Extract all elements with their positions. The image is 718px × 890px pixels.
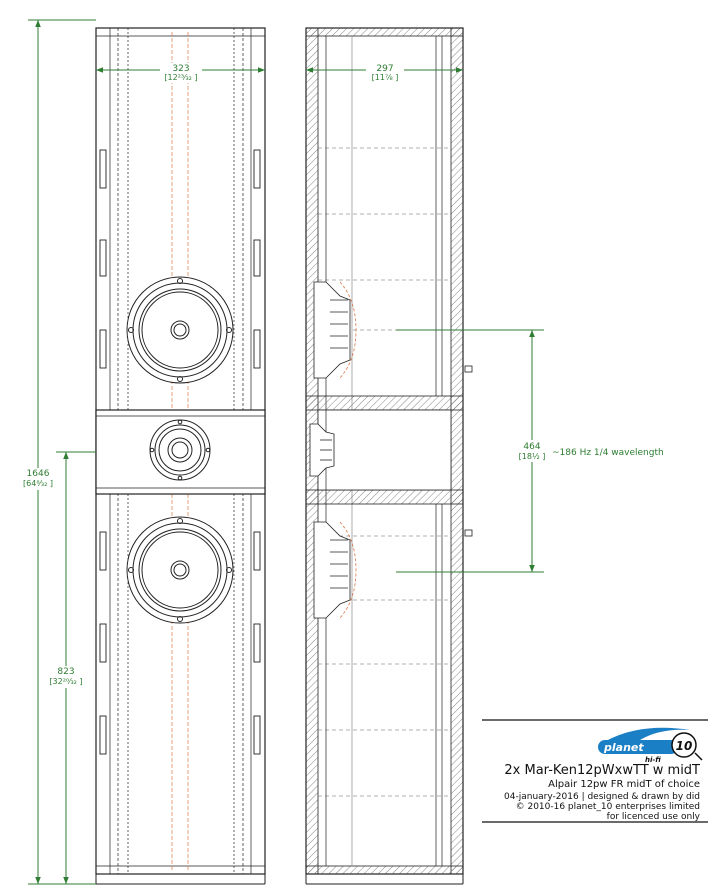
side-depth-mm: 297 [376,64,393,74]
drawing-date: 04-january-2016 | designed & drawn by di… [504,792,700,802]
logo-number: 10 [676,739,693,753]
side-back-wall [450,27,464,875]
side-bottom-panel [305,865,464,875]
planet10-logo: planet 10 hi-fi [598,727,703,764]
lower-height-in: [32²⁰⁄₃₂ ] [49,677,82,686]
drawing-subtitle: Alpair 12pw FR midT of choice [548,779,700,790]
upper-woofer [126,276,234,384]
upper-woofer-profile [313,281,357,379]
front-width-in: [12²³⁄₃₂ ] [164,73,197,82]
logo-word: planet [603,741,644,754]
midrange-driver [149,419,211,481]
drawing-title: 2x Mar-Ken12pWxwTT w midT [504,763,700,778]
side-view [305,27,473,885]
upper-terminal-icon [464,365,473,373]
front-side-slots [99,149,261,755]
wavelength-note: ~186 Hz 1/4 wavelength [552,448,664,458]
front-height-in: [64⁸⁄₃₂ ] [23,479,53,488]
lower-height-mm: 823 [57,667,74,677]
woofer-spacing-mm: 464 [523,442,540,452]
woofer-spacing-in: [18½ ] [519,452,546,461]
logo-sub: hi-fi [645,756,661,764]
front-height-mm: 1646 [27,469,50,479]
drawing-licence: for licenced use only [607,812,701,822]
lower-woofer [126,516,234,624]
side-depth-in: [11⁷⁄₈ ] [372,73,399,82]
front-centerlines [171,32,189,870]
title-block: planet 10 hi-fi 2x Mar-Ken12pWxwTT w mid… [482,719,708,823]
lower-terminal-icon [464,529,473,537]
front-panel-lines [96,28,265,874]
lower-woofer-profile [313,521,357,619]
front-width-mm: 323 [172,64,189,74]
midrange-profile [309,423,335,477]
side-top-panel [305,27,464,37]
side-midrange-module [305,395,464,505]
drawing-copyright: © 2010-16 planet_10 enterprises limited [516,802,700,812]
front-view [95,27,266,885]
